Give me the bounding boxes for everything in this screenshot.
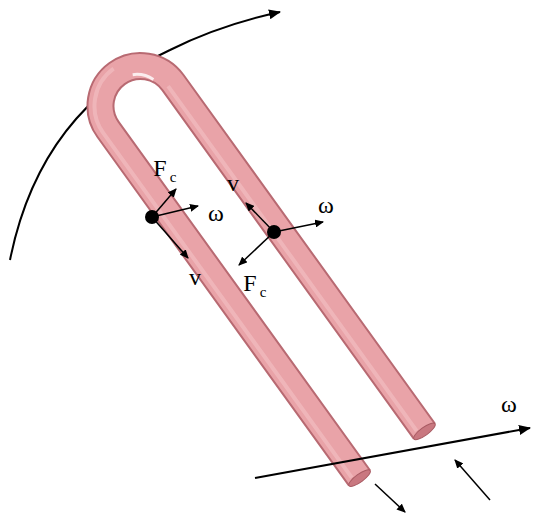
rotation-arc xyxy=(10,12,280,260)
omega-symbol: ω xyxy=(208,201,224,225)
force-subscript: c xyxy=(170,170,177,185)
force-symbol: F xyxy=(153,156,166,180)
velocity-symbol: v xyxy=(227,171,239,195)
omega-arrow xyxy=(152,206,198,217)
velocity-arrow xyxy=(152,217,188,258)
force-subscript: c xyxy=(260,285,267,300)
velocity-arrow xyxy=(246,203,274,232)
force-arrow xyxy=(239,232,274,265)
outflow-arrow xyxy=(375,484,405,512)
omega-arrow xyxy=(274,222,323,232)
rotation-axis xyxy=(255,428,530,478)
u-tube xyxy=(71,38,438,489)
omega-symbol: ω xyxy=(501,392,517,416)
omega-symbol: ω xyxy=(318,193,334,217)
velocity-symbol: v xyxy=(189,265,201,289)
inflow-arrow xyxy=(455,460,490,500)
force-symbol: F xyxy=(243,271,256,295)
